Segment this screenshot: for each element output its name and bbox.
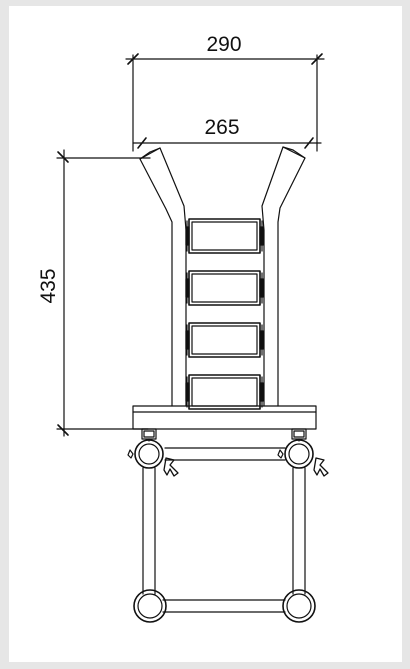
speaker-module	[185, 218, 264, 254]
height-label: 435	[37, 268, 60, 303]
dimension-outer-width: 290	[125, 33, 325, 152]
truss-clamp-right	[277, 428, 329, 477]
speaker-stack	[185, 218, 264, 410]
truss-section	[133, 439, 316, 623]
dimension-height: 435	[37, 149, 151, 437]
technical-drawing: 290 265 435	[37, 33, 329, 623]
drawing-sheet: 290 265 435	[9, 6, 402, 662]
outer-width-label: 290	[206, 33, 241, 56]
inner-width-label: 265	[204, 116, 239, 139]
speaker-module	[185, 374, 264, 410]
speaker-module	[185, 270, 264, 306]
hanging-frame	[132, 146, 317, 430]
speaker-module	[185, 322, 264, 358]
dimension-inner-width: 265	[132, 116, 322, 149]
truss-clamp-left	[127, 428, 179, 477]
